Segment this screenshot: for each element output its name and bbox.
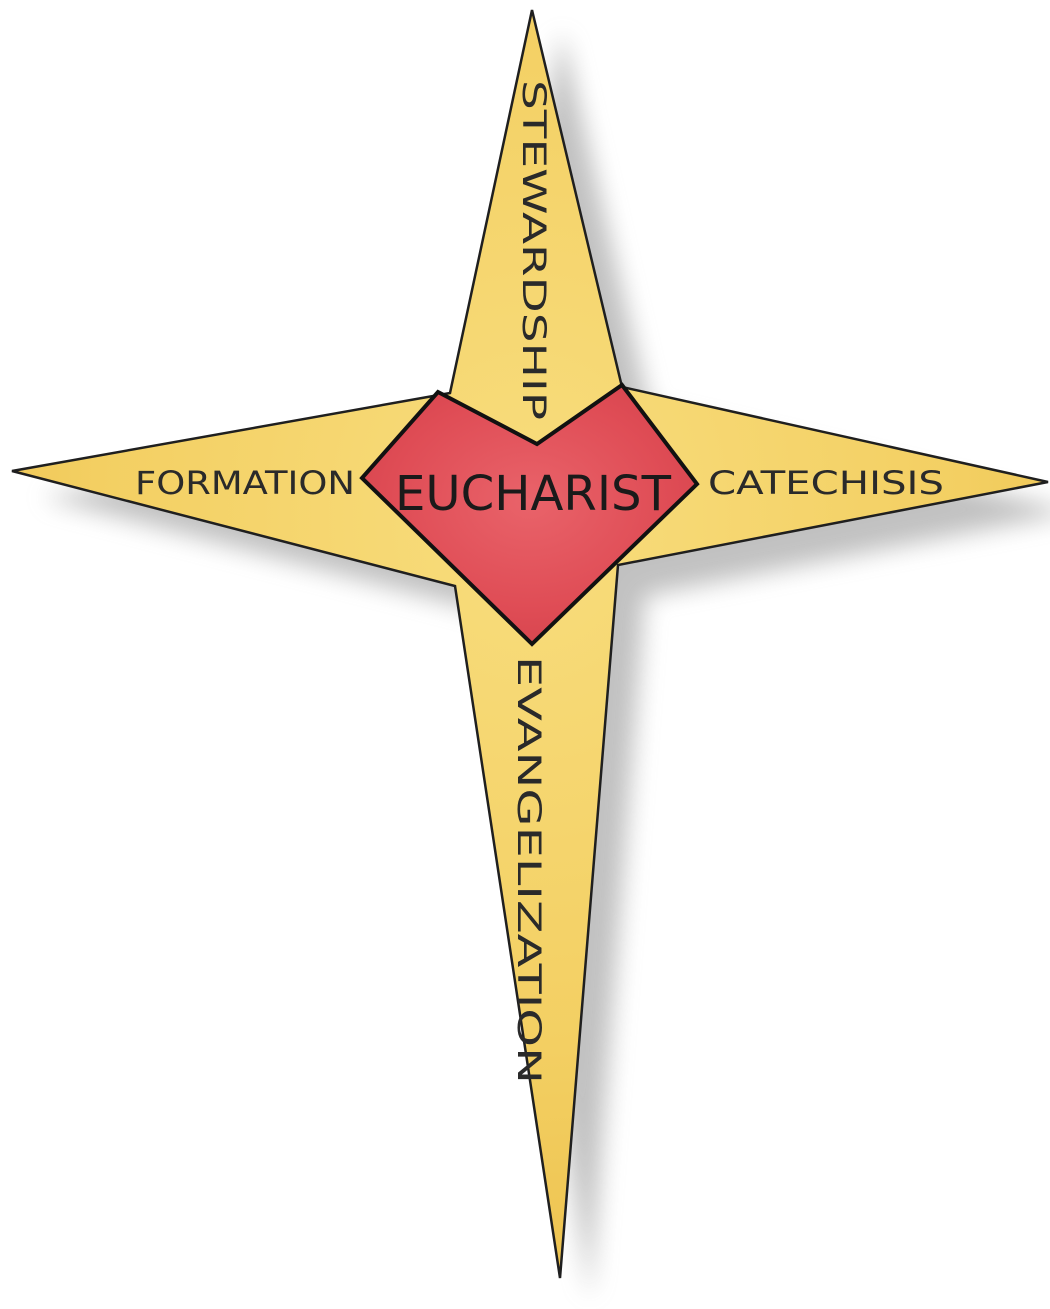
label-right-arm: CATECHISIS bbox=[708, 464, 944, 502]
center-label: EUCHARIST bbox=[395, 466, 672, 522]
label-left-arm: FORMATION bbox=[135, 464, 355, 502]
label-bottom-arm: EVANGELIZATION bbox=[510, 656, 548, 1084]
label-top-arm: STEWARDSHIP bbox=[515, 80, 553, 420]
